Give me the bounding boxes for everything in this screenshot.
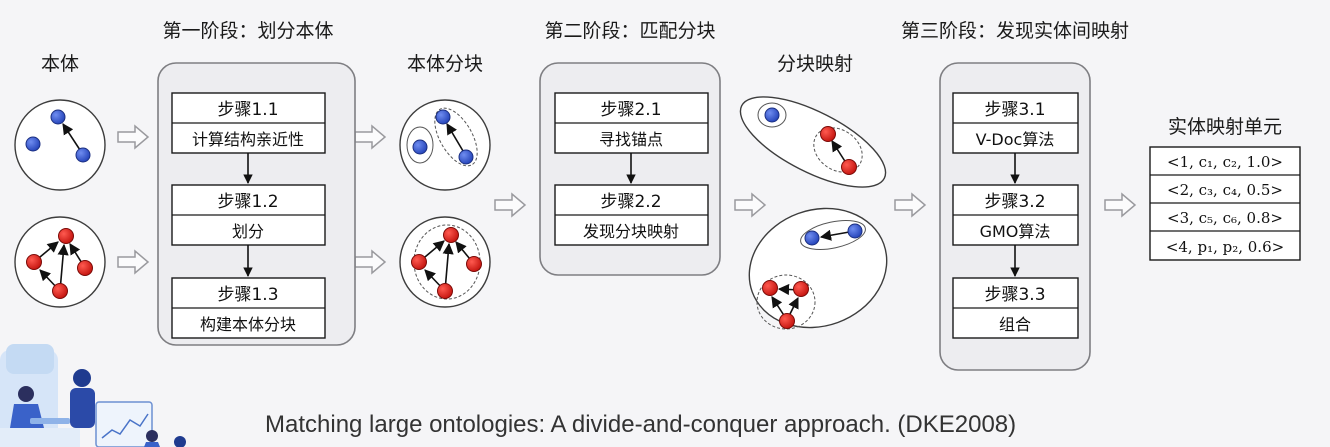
blue-node bbox=[25, 136, 41, 152]
step-desc: 组合 bbox=[999, 315, 1031, 334]
step-3-1: 步骤3.1 V-Doc算法 bbox=[952, 92, 1079, 154]
step-3-3: 步骤3.3 组合 bbox=[952, 277, 1079, 339]
blue-node bbox=[764, 107, 780, 123]
block-mapping-2 bbox=[748, 207, 888, 330]
flow-arrow-icon bbox=[117, 124, 150, 150]
step-desc: 构建本体分块 bbox=[200, 315, 296, 334]
red-node bbox=[77, 260, 93, 276]
red-node bbox=[58, 228, 74, 244]
red-node bbox=[26, 254, 42, 270]
step-3-2: 步骤3.2 GMO算法 bbox=[952, 184, 1079, 246]
blue-node bbox=[412, 139, 428, 155]
blocks-label: 本体分块 bbox=[407, 53, 483, 75]
person-icon bbox=[73, 369, 91, 387]
stage-1-title: 第一阶段：划分本体 bbox=[162, 20, 333, 42]
step-desc: 发现分块映射 bbox=[583, 222, 679, 241]
mapping-unit-row: <4, p₁, p₂, 0.6> bbox=[1166, 238, 1284, 256]
red-node bbox=[841, 159, 857, 175]
flow-arrow-icon bbox=[734, 192, 767, 218]
flow-arrow-icon bbox=[894, 192, 927, 218]
step-desc: 计算结构亲近性 bbox=[192, 130, 304, 149]
step-name: 步骤3.1 bbox=[984, 100, 1045, 120]
decorative-illustration bbox=[0, 344, 186, 447]
ontology-2-graph bbox=[14, 216, 106, 308]
mapping-unit-row: <1, c₁, c₂, 1.0> bbox=[1167, 153, 1283, 171]
blue-node bbox=[458, 149, 474, 165]
blocks-1-graph bbox=[399, 99, 491, 191]
stage-1-panel: 步骤1.1 计算结构亲近性 步骤1.2 划分 步骤1.3 构建本体分块 bbox=[157, 62, 356, 346]
monitor-icon bbox=[95, 401, 153, 447]
ontology-label: 本体 bbox=[41, 53, 79, 75]
step-name: 步骤1.3 bbox=[217, 285, 278, 305]
units-label: 实体映射单元 bbox=[1168, 116, 1282, 138]
stage-2-title: 第二阶段：匹配分块 bbox=[544, 20, 715, 42]
red-node bbox=[779, 313, 795, 329]
red-node bbox=[762, 280, 778, 296]
red-node bbox=[793, 281, 809, 297]
blocks-2-graph bbox=[399, 216, 491, 308]
step-desc: 划分 bbox=[232, 222, 264, 241]
stage-2-panel: 步骤2.1 寻找锚点 步骤2.2 发现分块映射 bbox=[539, 62, 721, 276]
red-node bbox=[411, 254, 427, 270]
step-name: 步骤1.2 bbox=[217, 192, 278, 212]
ontology-1-graph bbox=[14, 99, 106, 191]
flow-arrow-icon bbox=[494, 192, 527, 218]
flow-arrow-icon bbox=[1104, 192, 1137, 218]
flow-arrow-icon bbox=[354, 249, 387, 275]
red-node bbox=[52, 283, 68, 299]
flow-arrow-icon bbox=[117, 249, 150, 275]
step-name: 步骤2.2 bbox=[600, 192, 661, 212]
step-1-2: 步骤1.2 划分 bbox=[171, 184, 326, 246]
citation-caption: Matching large ontologies: A divide-and-… bbox=[265, 411, 1016, 438]
block-mapping-1 bbox=[739, 96, 887, 188]
flow-arrows bbox=[117, 124, 1137, 275]
step-name: 步骤3.2 bbox=[984, 192, 1045, 212]
stage-3-panel: 步骤3.1 V-Doc算法 步骤3.2 GMO算法 步骤3.3 组合 bbox=[939, 62, 1091, 371]
block-mappings-label: 分块映射 bbox=[777, 53, 853, 75]
mapping-unit-row: <2, c₃, c₄, 0.5> bbox=[1167, 181, 1283, 199]
step-name: 步骤1.1 bbox=[217, 100, 278, 120]
blue-node bbox=[75, 147, 91, 163]
step-1-1: 步骤1.1 计算结构亲近性 bbox=[171, 92, 326, 154]
mapping-units-table: <1, c₁, c₂, 1.0> <2, c₃, c₄, 0.5> <3, c₅… bbox=[1149, 146, 1301, 261]
blue-node bbox=[50, 109, 66, 125]
blue-node bbox=[847, 223, 863, 239]
step-desc: V-Doc算法 bbox=[976, 130, 1055, 149]
step-1-3: 步骤1.3 构建本体分块 bbox=[171, 277, 326, 339]
red-node bbox=[443, 227, 459, 243]
stage-3-title: 第三阶段：发现实体间映射 bbox=[901, 20, 1129, 42]
blue-node bbox=[435, 109, 451, 125]
step-desc: GMO算法 bbox=[980, 222, 1051, 241]
red-node bbox=[820, 126, 836, 142]
step-name: 步骤2.1 bbox=[600, 100, 661, 120]
mapping-unit-row: <3, c₅, c₆, 0.8> bbox=[1167, 209, 1283, 227]
flow-arrow-icon bbox=[354, 124, 387, 150]
red-node bbox=[466, 256, 482, 272]
red-node bbox=[437, 283, 453, 299]
step-2-1: 步骤2.1 寻找锚点 bbox=[554, 92, 709, 154]
step-desc: 寻找锚点 bbox=[599, 130, 663, 149]
blue-node bbox=[804, 230, 820, 246]
step-2-2: 步骤2.2 发现分块映射 bbox=[554, 184, 709, 246]
step-name: 步骤3.3 bbox=[984, 285, 1045, 305]
